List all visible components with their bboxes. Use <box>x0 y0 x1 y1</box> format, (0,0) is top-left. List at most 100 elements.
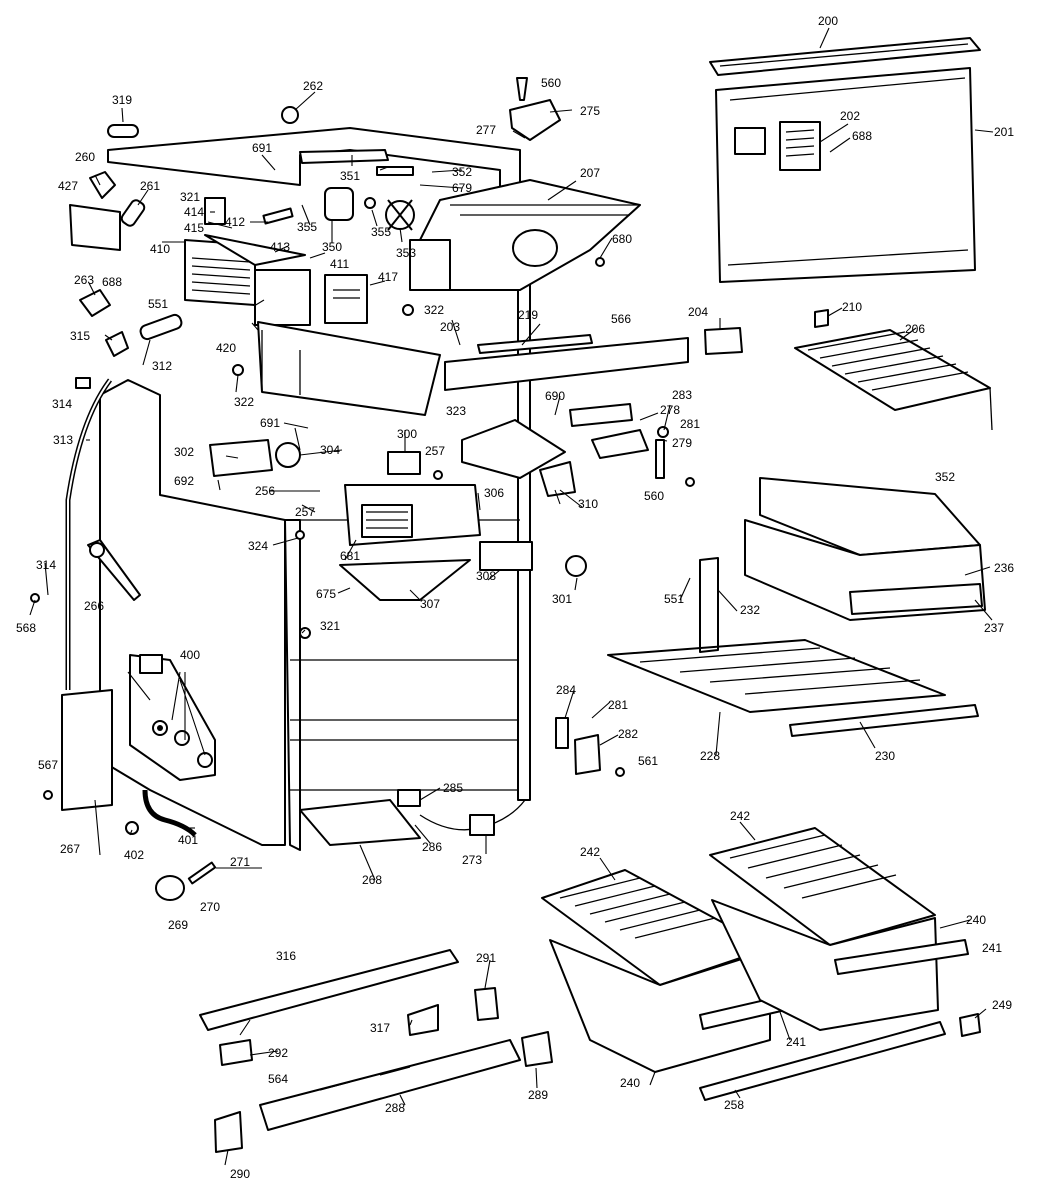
label-411: 411 <box>330 257 349 271</box>
label-675: 675 <box>316 587 336 601</box>
label-242-left: 242 <box>580 845 600 859</box>
bracket-283 <box>569 403 633 427</box>
label-256: 256 <box>255 484 275 498</box>
plug-273 <box>469 814 495 836</box>
label-300: 300 <box>397 427 417 441</box>
glass-shelf <box>607 639 946 713</box>
label-680: 680 <box>612 232 632 246</box>
label-568: 568 <box>16 621 36 635</box>
label-315: 315 <box>70 329 90 343</box>
label-566: 566 <box>611 312 631 326</box>
fasteners <box>30 257 695 800</box>
label-271: 271 <box>230 855 250 869</box>
label-266: 266 <box>84 599 104 613</box>
label-322-upper: 322 <box>424 303 444 317</box>
label-236: 236 <box>994 561 1014 575</box>
heater-219 <box>477 334 593 354</box>
label-206: 206 <box>905 322 925 336</box>
label-312: 312 <box>152 359 172 373</box>
hose <box>142 789 197 837</box>
label-286: 286 <box>422 840 442 854</box>
label-267: 267 <box>60 842 80 856</box>
washer-281 <box>657 426 669 438</box>
label-352-upper: 352 <box>452 165 472 179</box>
label-281-lower: 281 <box>608 698 628 712</box>
label-269: 269 <box>168 918 188 932</box>
wire-shelf <box>794 329 993 431</box>
tube-312 <box>139 313 183 341</box>
label-258: 258 <box>724 1098 744 1112</box>
label-314-lower: 314 <box>36 558 56 572</box>
label-551-left: 551 <box>148 297 168 311</box>
label-410: 410 <box>150 242 170 256</box>
label-292: 292 <box>268 1046 288 1060</box>
label-692: 692 <box>174 474 194 488</box>
label-417: 417 <box>378 270 398 284</box>
drain-pan <box>299 799 421 846</box>
plate-308 <box>479 541 533 571</box>
label-288: 288 <box>385 1101 405 1115</box>
label-551-right: 551 <box>664 592 684 606</box>
label-277: 277 <box>476 123 496 137</box>
label-400: 400 <box>180 648 200 662</box>
label-241-left: 241 <box>786 1035 806 1049</box>
label-290: 290 <box>230 1167 250 1181</box>
label-413: 413 <box>270 240 290 254</box>
label-304: 304 <box>320 443 340 457</box>
bracket-284 <box>555 717 569 749</box>
label-281-upper: 281 <box>680 417 700 431</box>
label-308: 308 <box>476 569 496 583</box>
plug <box>281 106 299 124</box>
bracket-275 <box>509 99 561 141</box>
label-321-lower: 321 <box>320 619 340 633</box>
part-labels: 200 201 202 688 203 204 206 207 210 219 … <box>16 14 1014 1181</box>
label-241-right: 241 <box>982 941 1002 955</box>
label-420: 420 <box>216 341 236 355</box>
control-housing <box>184 197 368 326</box>
gear-304 <box>275 442 301 468</box>
mullion-232 <box>699 557 719 653</box>
label-688-left: 688 <box>102 275 122 289</box>
label-688: 688 <box>852 129 872 143</box>
switch-310 <box>539 461 576 497</box>
clip-314 <box>75 377 91 389</box>
label-560-lower: 560 <box>644 489 664 503</box>
meat-keeper <box>744 477 986 621</box>
pin-279 <box>655 439 665 479</box>
label-681: 681 <box>340 549 360 563</box>
label-240-left: 240 <box>620 1076 640 1090</box>
tray-307 <box>339 559 471 601</box>
clip <box>107 124 139 138</box>
label-289: 289 <box>528 1088 548 1102</box>
nut <box>125 821 139 835</box>
label-322-lower: 322 <box>234 395 254 409</box>
shelf-trim <box>789 704 979 737</box>
label-262: 262 <box>303 79 323 93</box>
evaporator-housing <box>409 179 641 291</box>
label-323: 323 <box>446 404 466 418</box>
hinge-204 <box>704 327 743 355</box>
label-690: 690 <box>545 389 565 403</box>
label-402: 402 <box>124 848 144 862</box>
label-319: 319 <box>112 93 132 107</box>
label-307: 307 <box>420 597 440 611</box>
label-301: 301 <box>552 592 572 606</box>
bracket-289 <box>521 1031 553 1067</box>
label-314-upper: 314 <box>52 397 72 411</box>
crisper-right <box>709 827 969 1031</box>
knob-260 <box>89 171 116 199</box>
timer-300 <box>387 451 421 475</box>
label-415: 415 <box>184 221 204 235</box>
screw-560 <box>516 77 528 101</box>
label-355-left: 355 <box>297 220 317 234</box>
back-panel <box>61 689 113 811</box>
label-270: 270 <box>200 900 220 914</box>
label-313: 313 <box>53 433 73 447</box>
label-249: 249 <box>992 998 1012 1012</box>
label-284: 284 <box>556 683 576 697</box>
plate-427 <box>69 204 121 251</box>
control-box <box>344 484 481 546</box>
label-350: 350 <box>322 240 342 254</box>
label-219: 219 <box>518 308 538 322</box>
